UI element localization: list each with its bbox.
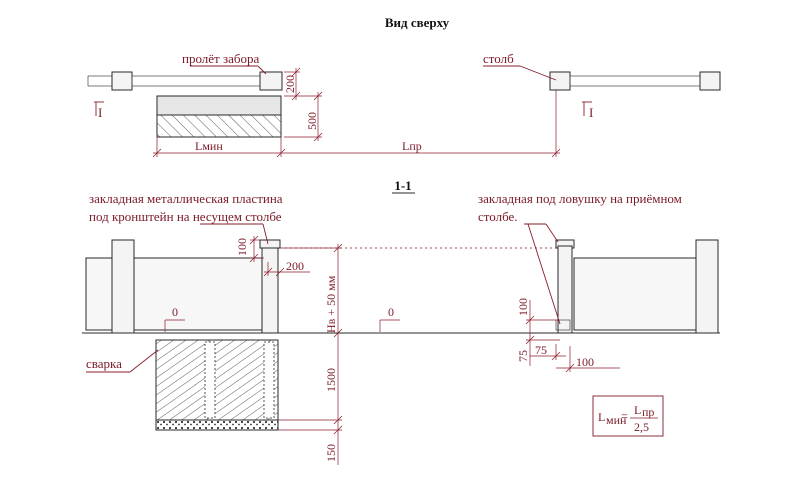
svg-text:100: 100 bbox=[576, 355, 594, 369]
plate-label-line2: под кронштейн на несущем столбе bbox=[89, 209, 282, 224]
svg-text:200: 200 bbox=[283, 75, 297, 93]
svg-text:2,5: 2,5 bbox=[634, 420, 649, 434]
trap-label-line1: закладная под ловушку на приёмном bbox=[478, 191, 682, 206]
top-view-left-fence bbox=[87, 71, 283, 91]
weld-label: сварка bbox=[86, 356, 122, 371]
svg-text:100: 100 bbox=[516, 298, 530, 316]
formula-box: L мин = L пр 2,5 bbox=[592, 395, 664, 437]
dim-heights: Нв + 50 мм 1500 150 bbox=[278, 243, 343, 465]
svg-text:=: = bbox=[621, 409, 628, 423]
svg-text:200: 200 bbox=[286, 259, 304, 273]
svg-text:500: 500 bbox=[305, 112, 319, 130]
gate-counterweight-top bbox=[156, 114, 282, 138]
foundation bbox=[155, 339, 279, 431]
svg-text:I: I bbox=[589, 105, 593, 120]
dim-lmin-lpr: Lмин Lпр bbox=[152, 90, 561, 158]
svg-text:100: 100 bbox=[235, 238, 249, 256]
svg-text:75: 75 bbox=[516, 350, 530, 362]
svg-text:Lпр: Lпр bbox=[402, 139, 422, 153]
dim-100-200-left: 100 200 bbox=[235, 235, 310, 277]
span-label: пролёт забора bbox=[182, 51, 259, 66]
svg-text:150: 150 bbox=[324, 444, 338, 462]
plate-label-line1: закладная металлическая пластина bbox=[89, 191, 283, 206]
section-right-fence bbox=[555, 239, 719, 334]
title: Вид сверху bbox=[385, 15, 450, 30]
svg-text:1500: 1500 bbox=[324, 368, 338, 392]
svg-text:пр: пр bbox=[642, 405, 654, 419]
trap-label-line2: столбе. bbox=[478, 209, 518, 224]
svg-text:Нв + 50 мм: Нв + 50 мм bbox=[324, 275, 338, 333]
svg-text:Lмин: Lмин bbox=[195, 139, 223, 153]
top-view-right-fence bbox=[549, 71, 721, 91]
gate-leaf-top bbox=[156, 95, 282, 116]
dim-trap: 100 75 75 100 bbox=[516, 298, 620, 373]
level-zero-right: 0 bbox=[379, 305, 400, 332]
section-label: 1-1 bbox=[394, 178, 411, 193]
svg-text:0: 0 bbox=[388, 305, 394, 319]
dim-200-500: 200 500 bbox=[283, 67, 323, 142]
svg-text:L: L bbox=[634, 403, 641, 417]
level-zero-left: 0 bbox=[164, 305, 185, 332]
svg-text:0: 0 bbox=[172, 305, 178, 319]
section-left-fence bbox=[85, 239, 281, 334]
svg-text:I: I bbox=[98, 105, 102, 120]
svg-text:L: L bbox=[598, 410, 605, 424]
post-label: столб bbox=[483, 51, 514, 66]
section-marker-right: I bbox=[582, 101, 593, 120]
svg-text:75: 75 bbox=[535, 343, 547, 357]
section-marker-left: I bbox=[94, 101, 104, 120]
svg-text:мин: мин bbox=[606, 413, 627, 427]
